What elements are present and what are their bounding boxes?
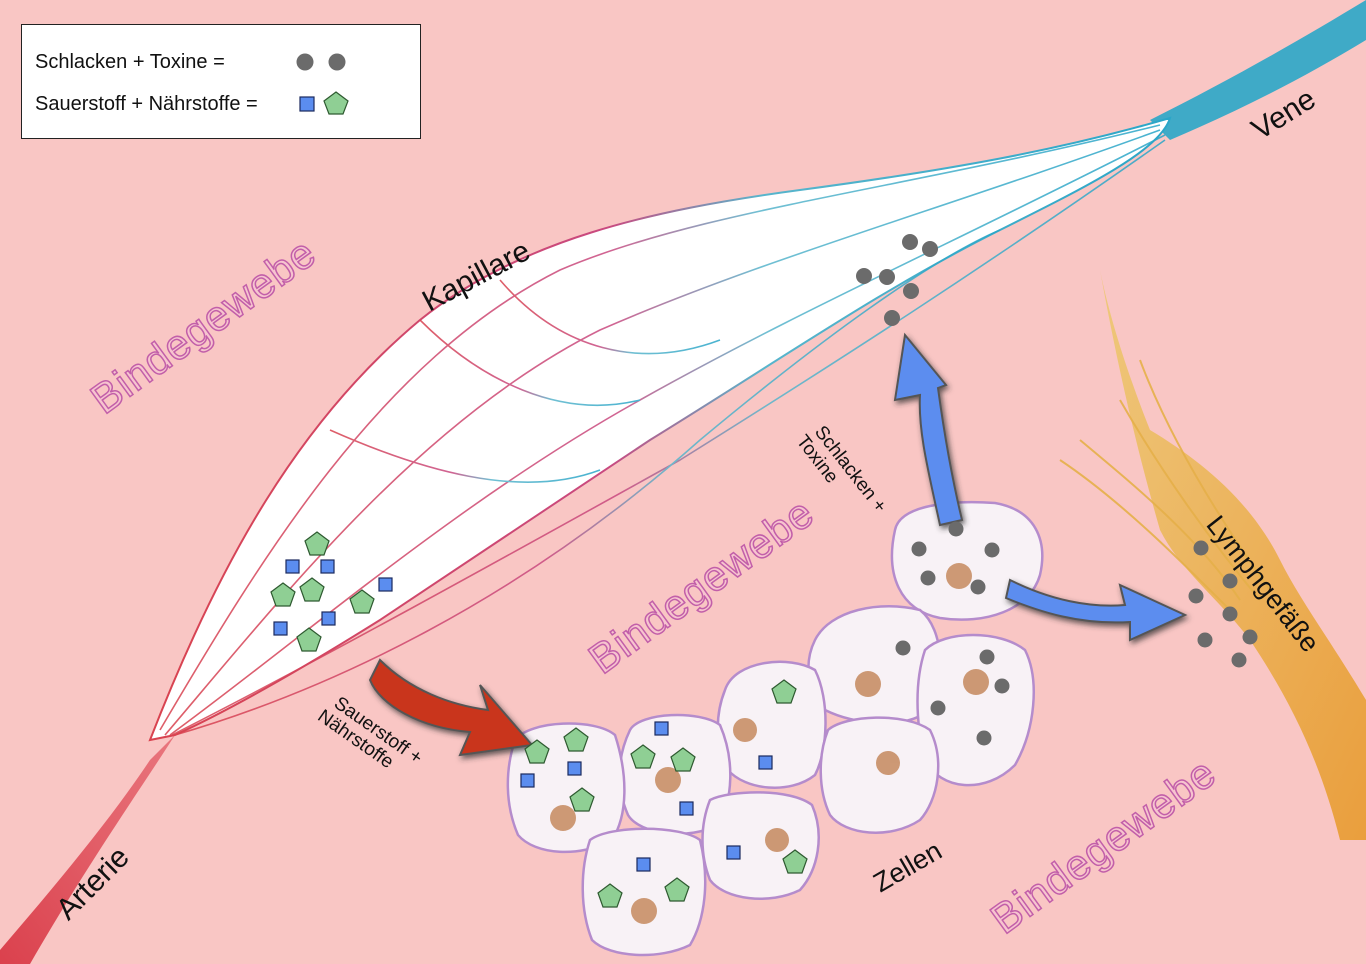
waste-dot [1222, 573, 1238, 589]
legend-waste-dot [328, 53, 346, 71]
waste-dot [1193, 540, 1209, 556]
nucleus [631, 898, 657, 924]
nutrient-pentagon [563, 727, 589, 752]
waste-dot [1222, 606, 1238, 622]
nucleus [765, 828, 789, 852]
waste-dot [976, 730, 992, 746]
waste-dot [970, 579, 986, 595]
waste-to-vein-arrow [893, 332, 964, 527]
waste-dot [879, 269, 895, 285]
waste-dot [1197, 632, 1213, 648]
nutrient-pentagon [349, 589, 375, 614]
legend-waste-dot [296, 53, 314, 71]
oxygen-square [520, 773, 535, 788]
oxygen-square [378, 577, 393, 592]
oxygen-square [285, 559, 300, 574]
nucleus [963, 669, 989, 695]
legend-nutrient-pentagon [323, 91, 349, 115]
nucleus [733, 718, 757, 742]
waste-dot [922, 241, 938, 257]
nutrient-pentagon [782, 849, 808, 874]
oxygen-square [320, 559, 335, 574]
waste-dot [994, 678, 1010, 694]
legend-waste-symbols [296, 53, 346, 71]
cell [819, 716, 940, 834]
nutrient-pentagon [299, 577, 325, 602]
nutrient-pentagon [296, 627, 322, 652]
nutrient-arrow [368, 658, 534, 757]
oxygen-square [654, 721, 669, 736]
waste-dot [979, 649, 995, 665]
oxygen-square [567, 761, 582, 776]
waste-dot [902, 234, 918, 250]
legend-nutrient-label: Sauerstoff + Nährstoffe = [35, 93, 258, 115]
waste-dot [1231, 652, 1247, 668]
legend: Schlacken + Toxine = Sauerstoff + Nährst… [21, 24, 421, 139]
waste-dot [1188, 588, 1204, 604]
lymph-vessel [1100, 270, 1366, 840]
waste-dot [903, 283, 919, 299]
waste-particles [856, 234, 1258, 746]
vein [1150, 0, 1366, 140]
nutrient-pentagon [524, 739, 550, 764]
nucleus [550, 805, 576, 831]
legend-waste-label: Schlacken + Toxine = [35, 51, 225, 73]
nutrient-pentagon [771, 679, 797, 704]
nucleus [876, 751, 900, 775]
legend-oxygen-square [299, 96, 315, 112]
artery [0, 735, 175, 964]
waste-dot [920, 570, 936, 586]
waste-dot [884, 310, 900, 326]
nutrient-pentagon [597, 883, 623, 908]
nucleus [946, 563, 972, 589]
nutrient-pentagon [630, 744, 656, 769]
nucleus [655, 767, 681, 793]
waste-dot [911, 541, 927, 557]
oxygen-square [636, 857, 651, 872]
waste-to-lymph-arrow [1004, 578, 1188, 642]
legend-nutrient-symbols [299, 91, 349, 115]
oxygen-particles [273, 559, 773, 872]
nutrient-pentagon [304, 531, 330, 556]
waste-dot [895, 640, 911, 656]
nucleus [855, 671, 881, 697]
waste-dot [984, 542, 1000, 558]
cell [701, 791, 820, 900]
oxygen-square [273, 621, 288, 636]
nutrient-pentagon [569, 787, 595, 812]
oxygen-square [758, 755, 773, 770]
nutrient-particles [270, 531, 808, 908]
oxygen-square [679, 801, 694, 816]
cell [581, 827, 707, 957]
nutrient-pentagon [664, 877, 690, 902]
oxygen-square [321, 611, 336, 626]
waste-dot [948, 521, 964, 537]
nutrient-pentagon [270, 582, 296, 607]
waste-dot [1242, 629, 1258, 645]
nutrient-pentagon [670, 747, 696, 772]
nuclei [550, 563, 989, 924]
oxygen-square [726, 845, 741, 860]
waste-dot [856, 268, 872, 284]
waste-dot [930, 700, 946, 716]
